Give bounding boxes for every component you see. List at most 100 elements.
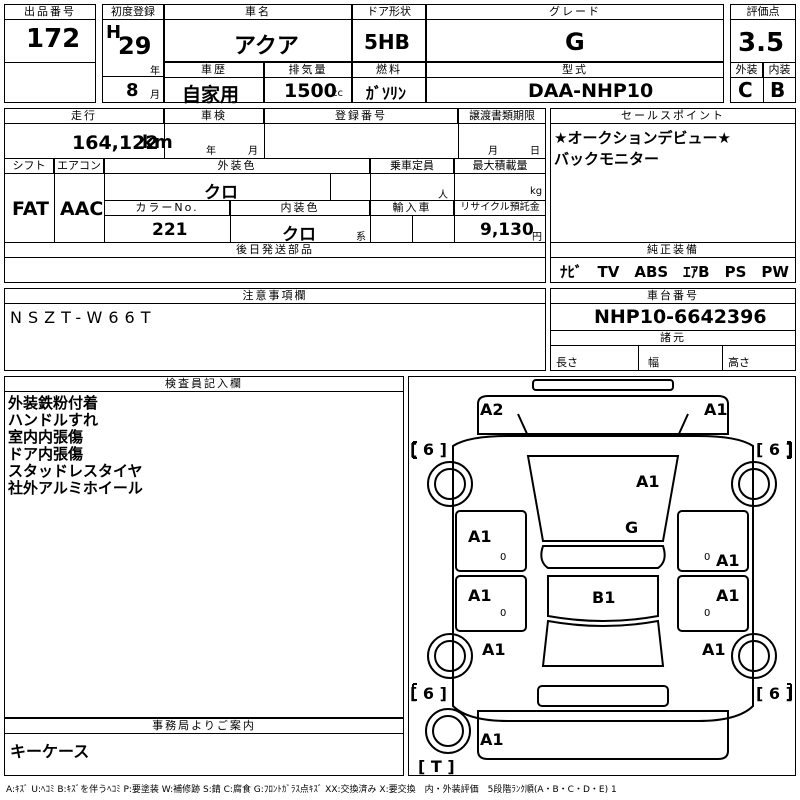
inspector-line: 室内内張傷 — [8, 428, 84, 446]
displacement: 1500 — [284, 80, 337, 102]
inspector-label: 検査員記入欄 — [4, 376, 404, 392]
zero-mark: 0 — [704, 552, 711, 563]
later-parts-label: 後日発送部品 — [4, 242, 546, 258]
mark-front-right: A1 — [704, 400, 728, 419]
door-label: ドア形状 — [352, 4, 426, 20]
intcolor-unit: 系 — [356, 232, 366, 243]
dims-label: 諸元 — [550, 330, 796, 346]
mark-hood: A1 — [636, 472, 660, 491]
zero-mark: 0 — [500, 608, 507, 619]
ac-label: エアコン — [54, 158, 104, 174]
length-label: 長さ — [556, 356, 578, 369]
colorno-label: カラーNo. — [104, 200, 230, 216]
mark-rr-door: A1 — [716, 586, 740, 605]
shift-label: シフト — [4, 158, 54, 174]
intcolor-label: 内装色 — [230, 200, 370, 216]
tire-rear-left: [ 6 ] — [410, 684, 447, 703]
sales-label: セールスポイント — [550, 108, 796, 124]
zero-mark: 0 — [704, 608, 711, 619]
notes-label: 注意事項欄 — [4, 288, 546, 304]
lot-number: 172 — [26, 24, 81, 54]
sales-line: バックモニター — [554, 150, 660, 168]
fuel-label: 燃料 — [352, 62, 426, 78]
mileage-label: 走行 — [4, 108, 164, 124]
recycle-unit: 円 — [532, 232, 542, 243]
inspector-line: スタッドレスタイヤ — [8, 462, 143, 480]
load-unit: kg — [530, 186, 543, 197]
exterior-label: 外装 — [730, 62, 763, 78]
reg-year: 29 — [118, 32, 152, 60]
ac: AAC — [60, 198, 104, 220]
transfer-day-unit: 日 — [530, 146, 540, 157]
month-unit: 月 — [150, 90, 160, 101]
equipment-items: ﾅﾋﾞ TV ABS ｴｱB PS PW — [560, 263, 789, 281]
color: クロ — [204, 183, 238, 203]
era: H — [106, 22, 122, 43]
interior-grade: B — [770, 78, 786, 102]
zero-mark: 0 — [500, 552, 507, 563]
history: 自家用 — [182, 84, 240, 106]
mark-windshield: G — [625, 518, 639, 537]
spare-tire: [ T ] — [418, 757, 455, 776]
name-label: 車名 — [164, 4, 352, 20]
mileage-unit: km — [142, 132, 173, 153]
transfer-label: 譲渡書類期限 — [458, 108, 546, 124]
registration-label: 初度登録 — [102, 4, 164, 20]
displacement-unit: cc — [332, 88, 343, 99]
mark-fl-door: A1 — [468, 527, 492, 546]
car-diagram — [412, 379, 792, 760]
mark-rl-fender: A1 — [482, 640, 506, 659]
model-label: 型式 — [426, 62, 724, 78]
tire-front-right: [ 6 ] — [756, 440, 793, 459]
legend: A:ｷｽﾞ U:ﾍｺﾐ B:ｷｽﾞを伴うﾍｺﾐ P:要塗装 W:補修跡 S:錆 … — [6, 785, 617, 795]
inspector-line: ドア内張傷 — [8, 445, 84, 463]
recycle-label: リサイクル預託金 — [454, 200, 546, 216]
regno-label: 登録番号 — [264, 108, 458, 124]
score-label: 評価点 — [730, 4, 796, 20]
mark-rr-fender: A1 — [702, 640, 726, 659]
history-label: 車歴 — [164, 62, 264, 78]
inspection-label: 車検 — [164, 108, 264, 124]
inspector-line: 社外アルミホイール — [8, 479, 143, 497]
door-type: 5HB — [364, 30, 410, 54]
tire-rear-right: [ 6 ] — [756, 684, 793, 703]
mark-rl-door: A1 — [468, 586, 492, 605]
equipment-label: 純正装備 — [550, 242, 796, 258]
reg-month: 8 — [126, 80, 139, 101]
car-diagram-box — [408, 376, 796, 776]
fuel: ｶﾞｿﾘﾝ — [366, 84, 407, 103]
insp-month-unit: 月 — [248, 146, 258, 157]
score: 3.5 — [738, 28, 785, 58]
chassis-label: 車台番号 — [550, 288, 796, 304]
import-label: 輸入車 — [370, 200, 454, 216]
lot-label: 出品番号 — [4, 4, 96, 20]
mark-rear: A1 — [480, 730, 504, 749]
model: DAA-NHP10 — [528, 80, 654, 102]
width-label: 幅 — [648, 356, 659, 369]
capacity-label: 乗車定員 — [370, 158, 454, 174]
mark-roof: B1 — [592, 588, 616, 607]
mileage: 164,122 — [72, 132, 159, 154]
grade-label: グレード — [426, 4, 724, 20]
intcolor: クロ — [282, 225, 316, 245]
chassis-number: NHP10-6642396 — [594, 306, 767, 328]
color-label: 外装色 — [104, 158, 370, 174]
office-label: 事務局よりご案内 — [4, 718, 404, 734]
interior-label: 内装 — [763, 62, 796, 78]
load-label: 最大積載量 — [454, 158, 546, 174]
car-name: アクア — [234, 34, 299, 59]
capacity-unit: 人 — [438, 190, 448, 201]
office-text: キーケース — [10, 742, 90, 761]
grade: G — [565, 28, 585, 56]
inspector-line: 外装鉄粉付着 — [8, 394, 99, 412]
recycle: 9,130 — [480, 220, 534, 240]
colorno: 221 — [152, 220, 188, 240]
transfer-month-unit: 月 — [488, 146, 498, 157]
inspector-line: ハンドルすれ — [8, 411, 99, 429]
tire-front-left: [ 6 ] — [410, 440, 447, 459]
sales-line: ★オークションデビュー★ — [554, 129, 731, 147]
shift: FAT — [12, 198, 49, 220]
mark-front-left: A2 — [480, 400, 504, 419]
mark-fr-door: A1 — [716, 551, 740, 570]
year-unit: 年 — [150, 66, 160, 77]
